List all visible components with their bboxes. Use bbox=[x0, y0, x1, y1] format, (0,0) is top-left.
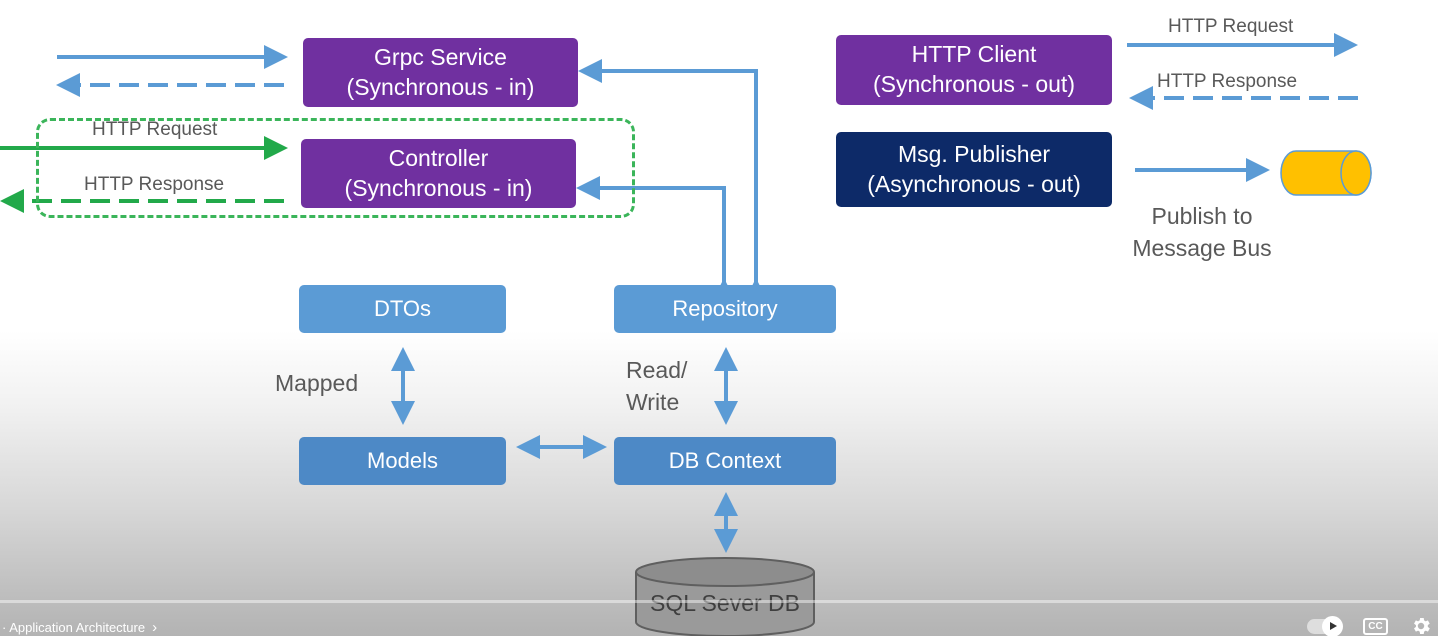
sql-database-icon bbox=[635, 557, 815, 636]
player-controls: · Application Architecture › CC bbox=[0, 612, 1438, 637]
repository-label: Repository bbox=[672, 295, 778, 321]
http-client-title: HTTP Client bbox=[911, 41, 1037, 68]
read-write-line1: Read/ bbox=[626, 357, 688, 383]
controller-request-label: HTTP Request bbox=[92, 119, 218, 140]
cc-label: CC bbox=[1368, 620, 1383, 632]
grpc-service-box: Grpc Service (Synchronous - in) bbox=[303, 38, 578, 107]
db-context-label: DB Context bbox=[668, 447, 782, 473]
sql-database-label: SQL Sever DB bbox=[650, 590, 800, 616]
chevron-right-icon: › bbox=[152, 619, 158, 636]
gear-icon[interactable] bbox=[1410, 615, 1432, 637]
client-response-label: HTTP Response bbox=[1157, 71, 1298, 92]
http-client-box: HTTP Client (Synchronous - out) bbox=[836, 35, 1112, 105]
client-request-label: HTTP Request bbox=[1168, 16, 1294, 37]
read-write-line2: Write bbox=[626, 388, 680, 415]
msg-publisher-box: Msg. Publisher (Asynchronous - out) bbox=[836, 132, 1112, 207]
controller-response-label: HTTP Response bbox=[84, 174, 225, 195]
controller-subtitle: (Synchronous - in) bbox=[344, 174, 533, 201]
mapped-label: Mapped bbox=[275, 370, 359, 396]
controller-title: Controller bbox=[388, 144, 489, 171]
grpc-service-subtitle: (Synchronous - in) bbox=[346, 73, 535, 100]
chapter-title: · Application Architecture bbox=[2, 620, 146, 635]
controller-repository-connector bbox=[576, 176, 736, 302]
repository-box: Repository bbox=[614, 285, 836, 333]
progress-bar[interactable] bbox=[0, 600, 1438, 603]
dtos-label: DTOs bbox=[373, 295, 432, 321]
msg-publisher-title: Msg. Publisher bbox=[897, 140, 1051, 167]
models-box: Models bbox=[299, 437, 506, 485]
controller-box: Controller (Synchronous - in) bbox=[301, 139, 576, 208]
dtos-box: DTOs bbox=[299, 285, 506, 333]
http-controller-group bbox=[36, 118, 635, 218]
publish-label-line1: Publish to bbox=[1151, 203, 1253, 229]
chapter-button[interactable]: · Application Architecture › bbox=[2, 619, 157, 636]
db-context-box: DB Context bbox=[614, 437, 836, 485]
message-bus-icon bbox=[1280, 150, 1372, 196]
autoplay-icon bbox=[1322, 615, 1343, 637]
read-write-label: Read/ Write bbox=[626, 355, 687, 418]
grpc-service-title: Grpc Service bbox=[374, 43, 507, 70]
publish-label-line2: Message Bus bbox=[1132, 234, 1272, 261]
publish-label: Publish to Message Bus bbox=[1130, 201, 1274, 264]
grpc-repository-connector bbox=[578, 59, 768, 302]
msg-publisher-subtitle: (Asynchronous - out) bbox=[867, 170, 1081, 197]
models-label: Models bbox=[367, 447, 438, 473]
autoplay-toggle[interactable] bbox=[1307, 615, 1343, 637]
http-client-subtitle: (Synchronous - out) bbox=[873, 71, 1075, 97]
closed-captions-icon[interactable]: CC bbox=[1363, 617, 1388, 635]
